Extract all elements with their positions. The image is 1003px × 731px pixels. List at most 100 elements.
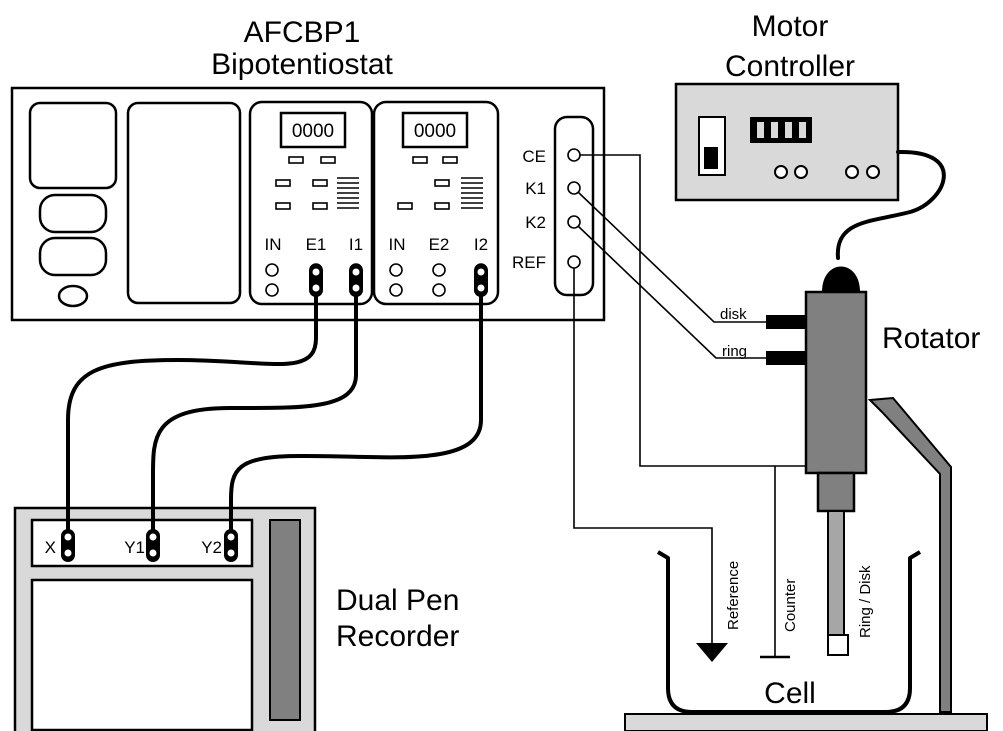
ch1-i-label: I1 [349,235,363,254]
x-banana-plug[interactable] [61,529,75,562]
potentiostat-title-line2: Bipotentiostat [211,48,393,81]
ch1-bargraph [337,177,359,209]
recorder-paper-roll [269,519,301,721]
plug-pin [149,533,157,541]
k1-disk-wire [577,191,766,323]
recorder-input-y1: Y1 [124,538,145,557]
plug-pin [227,549,235,557]
ring-disk-label: Ring / Disk [857,565,874,638]
recorder-title-line1: Dual Pen [336,584,459,617]
reference-label: Reference [725,561,742,630]
channel1-panel [248,100,374,306]
plug-pin [64,549,72,557]
rotator: Rotator disk ring [720,290,980,713]
ch2-bargraph [461,177,483,209]
ring-label: ring [722,343,747,360]
plug-pin [477,284,485,292]
ch1-in-jack-bottom[interactable] [265,283,279,297]
motor-controller [674,82,900,202]
recorder-input-y2: Y2 [201,538,222,557]
terminal-label-ce: CE [522,147,546,166]
ch2-i-label: I2 [474,235,488,254]
speed-display-digit [785,122,792,138]
e1-to-x-cable [66,288,318,538]
ch2-e-label: E2 [429,235,450,254]
ch1-indicator [288,156,304,164]
ch1-indicator [275,179,291,187]
recorder-chart-area [30,578,254,731]
channel1-display-digits: 0000 [292,121,334,142]
channel2-display [401,111,469,149]
electrochemical-cell: Cell Reference Counter Ring / Disk [624,550,988,731]
potentiostat-title-line1: AFCBP1 [244,16,361,49]
ce-wire [580,154,806,467]
i2-to-y2-cable [229,288,483,538]
channel1-display [279,111,347,149]
rotator-cable-boot [822,266,860,292]
plug-pin [312,268,320,276]
left-panel-pill-top [38,193,108,234]
rotator-stand [867,396,952,713]
y2-banana-plug[interactable] [224,529,238,562]
rotator-chuck [816,471,856,513]
speed-display-digit [799,122,806,138]
terminal-label-k2: K2 [525,213,546,232]
plug-pin [227,533,235,541]
wiring [573,154,806,657]
motor-cable [835,149,946,260]
ch2-e-jack[interactable] [432,263,446,277]
cell-platform [624,713,988,731]
ref-wire [573,268,713,645]
controller-jack[interactable] [794,165,808,179]
ch1-indicator [312,202,328,210]
e1-banana-plug[interactable] [309,264,323,297]
power-knob [57,284,89,308]
ch1-indicator [275,202,291,210]
channel2-display-digits: 0000 [414,121,456,142]
beaker [656,550,922,714]
plug-pin [149,549,157,557]
terminal-label-ref: REF [512,253,546,272]
ch1-e-label: E1 [306,235,327,254]
ch2-indicator [434,202,450,210]
i1-banana-plug[interactable] [349,264,363,297]
plug-pin [352,268,360,276]
ch2-in-jack-top[interactable] [389,263,403,277]
plug-pin [312,284,320,292]
reference-electrode-tip [696,643,728,662]
counter-label: Counter [782,579,799,632]
ch2-e-jack[interactable] [432,283,446,297]
motor-controller-title-line1: Motor [752,10,829,43]
controller-jack[interactable] [866,165,880,179]
y1-banana-plug[interactable] [146,529,160,562]
bipotentiostat: 0000 IN E1 I1 [10,86,606,322]
disk-connector[interactable] [766,315,806,329]
disk-label: disk [720,306,747,323]
terminal-label-k1: K1 [525,179,546,198]
power-switch-lever [704,147,718,169]
ch2-in-jack-bottom[interactable] [389,283,403,297]
ch1-indicator [312,179,328,187]
ch2-in-label: IN [389,235,406,254]
controller-jack[interactable] [845,165,859,179]
ch2-indicator [397,202,413,210]
channel1-module: 0000 IN E1 I1 [248,100,374,306]
i2-banana-plug[interactable] [474,264,488,297]
ch1-indicator [320,156,336,164]
speed-display-digit [771,122,778,138]
plug-pin [477,268,485,276]
terminal-k2[interactable] [567,215,581,229]
k2-ring-wire [577,225,766,359]
terminal-k1[interactable] [567,181,581,195]
motor-controller-title-line2: Controller [725,50,855,83]
ch2-indicator [442,156,458,164]
i1-to-y1-cable [150,288,358,538]
controller-jack[interactable] [774,165,788,179]
display-panel [126,101,242,305]
ch2-indicator [412,156,428,164]
rotating-electrode-shaft [827,510,845,636]
ch1-in-jack-top[interactable] [265,263,279,277]
ring-disk-electrode-tip [827,634,849,656]
ring-connector[interactable] [766,351,806,365]
